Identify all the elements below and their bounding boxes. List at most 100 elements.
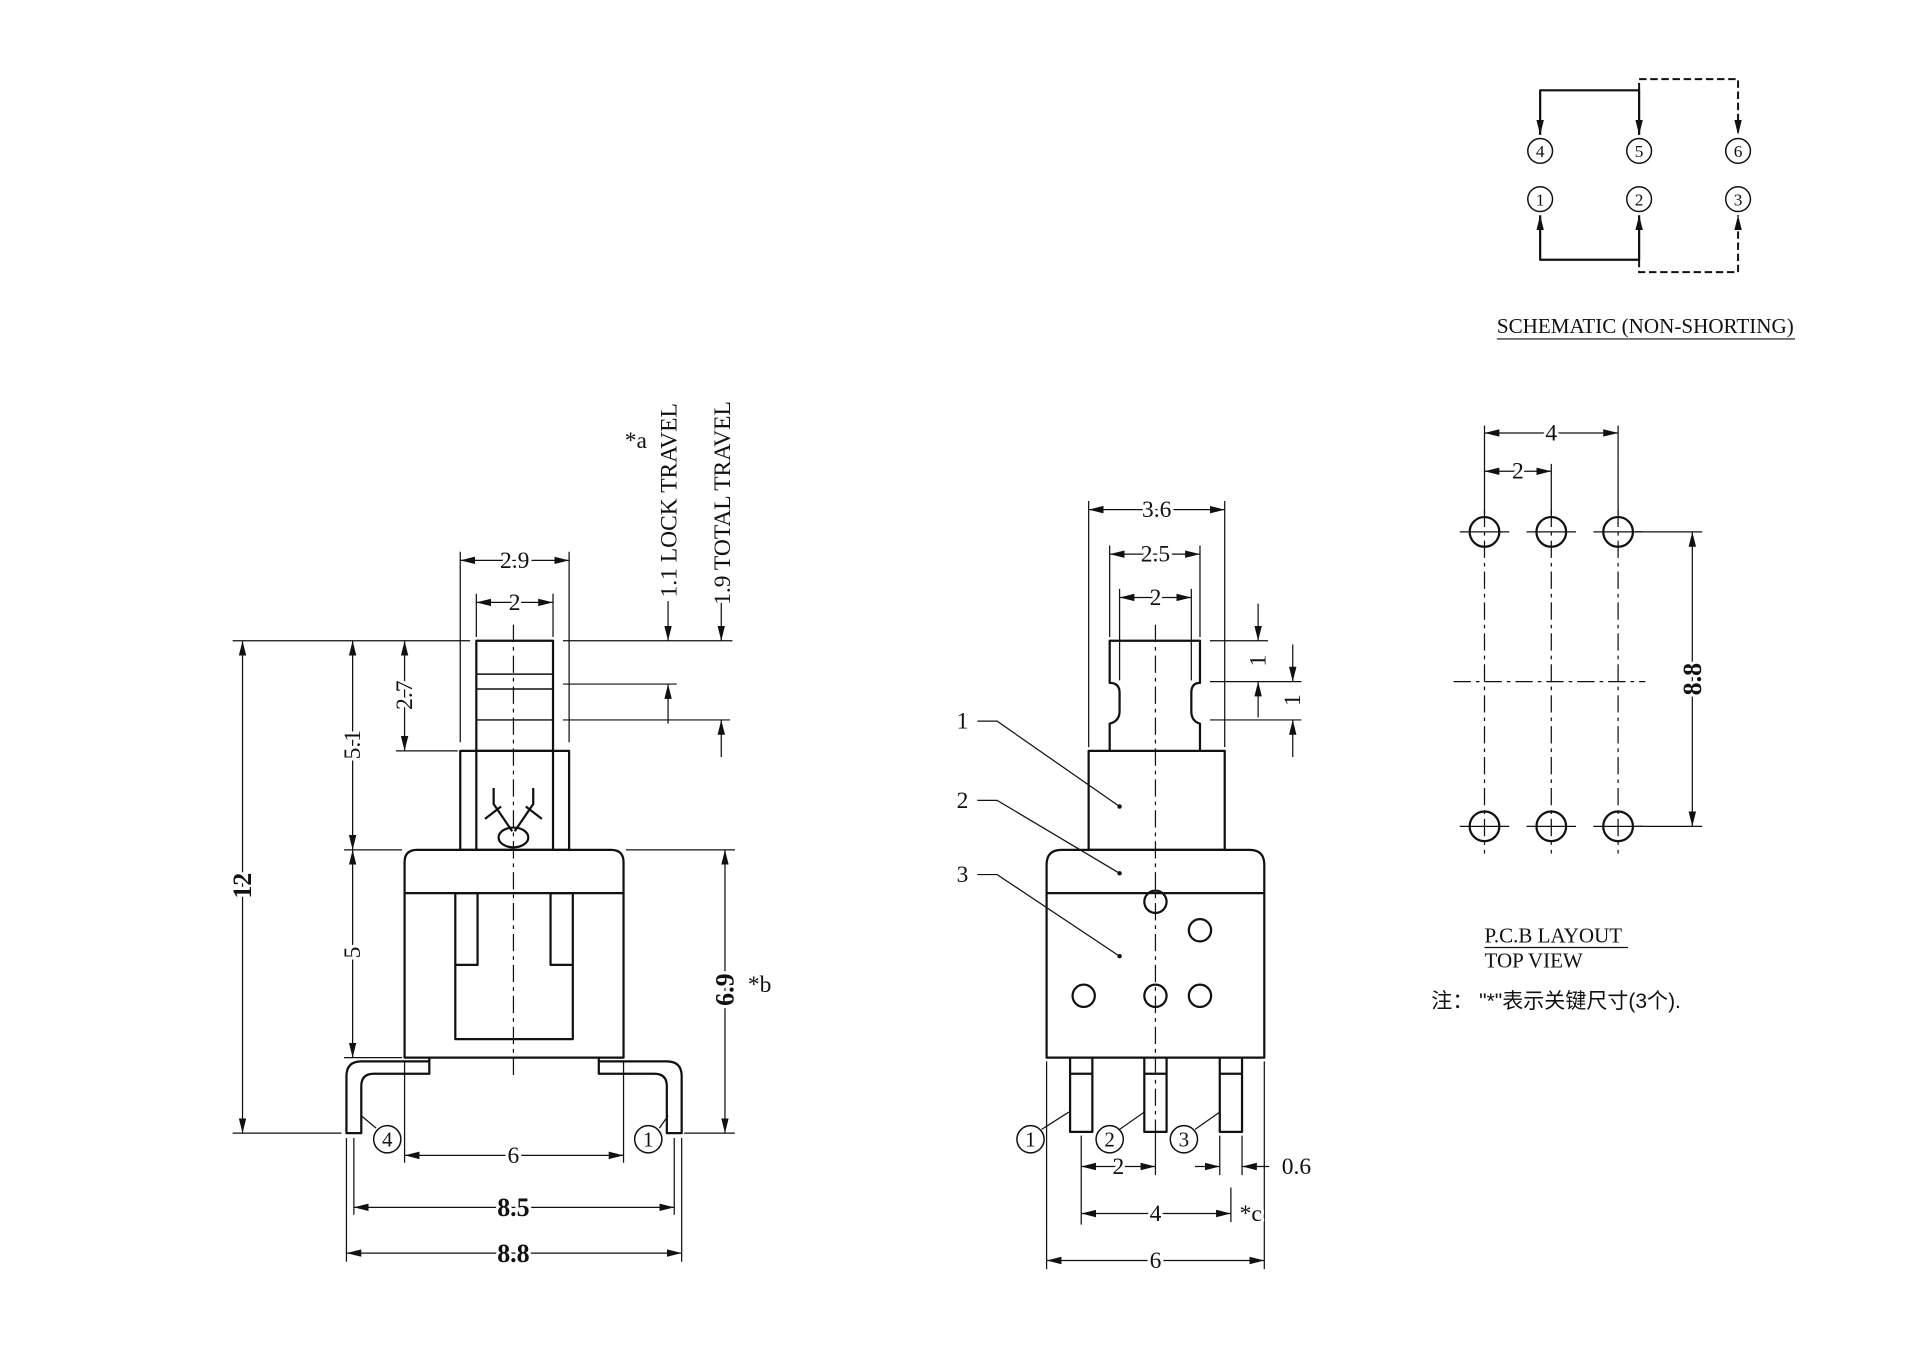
side-dim-upper-height: 5.1: [340, 730, 366, 759]
key-dimension-note: 注： "*"表示关键尺寸(3个).: [1431, 990, 1681, 1013]
front-pin-2-circle: [1095, 1124, 1125, 1154]
front-upper-block: [1087, 749, 1226, 851]
side-upper-block-inner: [475, 750, 555, 850]
front-dim-pin-span: 4: [1150, 1201, 1162, 1227]
front-hole-bottom-right: [1187, 983, 1213, 1009]
front-hole-bottom-left: [1071, 983, 1096, 1009]
pcb-dim-row-spacing: 8.8: [1678, 663, 1707, 695]
front-callout-1: 1: [957, 709, 969, 735]
pcb-title: P.C.B LAYOUT: [1484, 924, 1622, 948]
schematic-dashed-top: [1638, 78, 1742, 135]
front-dim-notch-height: 1: [1280, 694, 1306, 706]
front-plunger: [1108, 639, 1202, 751]
side-pin-right-leader: [658, 1115, 669, 1129]
front-callout-dot-3: [1117, 953, 1122, 959]
pcb-hole-5: [1535, 515, 1568, 548]
front-hole-top-center: [1143, 889, 1168, 915]
side-view: 4 1 2.9 2 12 5.1 5 2.7 6.9 *b 6 8.5 8.8: [225, 398, 774, 1271]
side-pin-left-label: 4: [382, 1128, 393, 1152]
side-lock-travel-marker: *a: [625, 428, 648, 454]
schematic-dashed-bottom: [1638, 215, 1742, 274]
front-dim-body-width: 6: [1150, 1248, 1162, 1274]
pcb-dim-inner-pitch: 2: [1512, 459, 1524, 485]
front-view: 1 2 3 1 2 3 3.6 2.5 2 1 1 2: [954, 494, 1315, 1277]
side-dim-body-width: 6: [508, 1143, 520, 1169]
side-pin-right-circle: [633, 1124, 663, 1154]
pcb-layout: 4 2 8.8 P.C.B LAYOUT TOP VIEW 注： "*"表示关键…: [1431, 417, 1710, 1013]
front-dim-notch-width: 2: [1150, 585, 1162, 611]
side-lead-right: [597, 1057, 683, 1135]
front-callout-leader-2: [977, 799, 1120, 874]
side-housing: [403, 848, 625, 1059]
side-pin-right-label: 1: [643, 1128, 654, 1152]
pcb-dim-outer-pitch: 4: [1545, 420, 1557, 446]
side-pin-left-leader: [360, 1115, 377, 1129]
side-dim-body-height: 5: [340, 947, 366, 959]
side-dim-seated-height: 6.9: [711, 973, 740, 1005]
front-dim-block-width: 3.6: [1142, 497, 1172, 523]
side-plunger-stripes: [476, 673, 554, 721]
front-callout-dot-2: [1117, 871, 1122, 876]
front-pin-1-label: 1: [1025, 1128, 1036, 1152]
front-hole-bottom-center: [1143, 983, 1168, 1009]
pcb-view-label: TOP VIEW: [1484, 948, 1582, 972]
side-dim-cap-width: 2.9: [500, 548, 529, 574]
front-pin-2-leader: [1119, 1111, 1145, 1130]
schematic-terminal-2-circle: [1626, 186, 1653, 213]
side-seated-height-marker: *b: [748, 972, 772, 998]
pcb-hole-crosses: [1459, 531, 1643, 827]
front-callout-leader-1: [977, 720, 1120, 808]
front-pin-3-label: 3: [1179, 1128, 1190, 1152]
schematic: 4 5 6 1 2 3 SCHEMATIC (NON-SHORTING): [1497, 78, 1795, 340]
front-dim-cap-width: 2.5: [1141, 542, 1170, 568]
schematic-terminal-5: 5: [1635, 142, 1644, 161]
front-callout-leader-3: [977, 873, 1120, 957]
front-dim-cap-height: 1: [1246, 655, 1272, 667]
pcb-hole-4: [1468, 515, 1501, 548]
pcb-hole-1: [1468, 810, 1501, 843]
side-housing-slot-right: [549, 892, 574, 966]
side-dim-plunger-width: 2: [509, 590, 521, 616]
pcb-extension-lines: [1483, 425, 1703, 827]
front-hole-top-right: [1187, 917, 1213, 943]
front-pin-3: [1218, 1057, 1244, 1133]
schematic-terminal-4: 4: [1536, 142, 1545, 161]
schematic-terminal-5-circle: [1626, 137, 1653, 165]
front-pin-1-circle: [1016, 1124, 1045, 1154]
front-pin-span-marker: *c: [1240, 1201, 1262, 1227]
schematic-terminal-6-circle: [1724, 137, 1752, 165]
schematic-title: SCHEMATIC (NON-SHORTING): [1497, 314, 1794, 338]
front-housing: [1045, 848, 1266, 1059]
side-total-travel-label: 1.9 TOTAL TRAVEL: [710, 401, 736, 605]
front-pin-3-circle: [1169, 1124, 1199, 1154]
side-plunger: [475, 639, 555, 752]
pcb-hole-6: [1602, 515, 1635, 548]
side-housing-inner: [454, 964, 574, 1041]
front-pin-2-label: 2: [1104, 1128, 1115, 1152]
side-housing-slot-left: [454, 892, 479, 966]
side-dim-overall-height: 12: [228, 873, 257, 899]
front-pin-2: [1143, 1057, 1168, 1133]
schematic-solid-top: [1536, 89, 1643, 135]
schematic-solid-bottom: [1536, 215, 1643, 261]
schematic-terminal-3-circle: [1724, 186, 1752, 213]
schematic-terminal-2: 2: [1635, 190, 1644, 209]
side-dim-overall-width: 8.8: [497, 1239, 529, 1268]
front-callout-3: 3: [957, 862, 969, 888]
pcb-hole-2: [1535, 810, 1568, 843]
front-callout-dot-1: [1117, 804, 1122, 809]
front-pin-3-leader: [1194, 1111, 1221, 1130]
schematic-terminal-4-circle: [1527, 137, 1554, 165]
side-actuator-heart: [497, 826, 530, 849]
side-actuator-latch: [484, 787, 543, 832]
front-dim-pin-width: 0.6: [1282, 1154, 1312, 1180]
side-pin-left-circle: [372, 1124, 402, 1154]
front-pin-1: [1068, 1057, 1094, 1133]
side-dim-lead-pitch: 8.5: [497, 1193, 529, 1222]
pcb-hole-3: [1602, 810, 1635, 843]
side-dim-plunger-height: 2.7: [392, 680, 418, 710]
side-lead-left: [345, 1057, 431, 1135]
schematic-terminal-6: 6: [1734, 142, 1743, 161]
pcb-centerlines: [1453, 509, 1646, 854]
